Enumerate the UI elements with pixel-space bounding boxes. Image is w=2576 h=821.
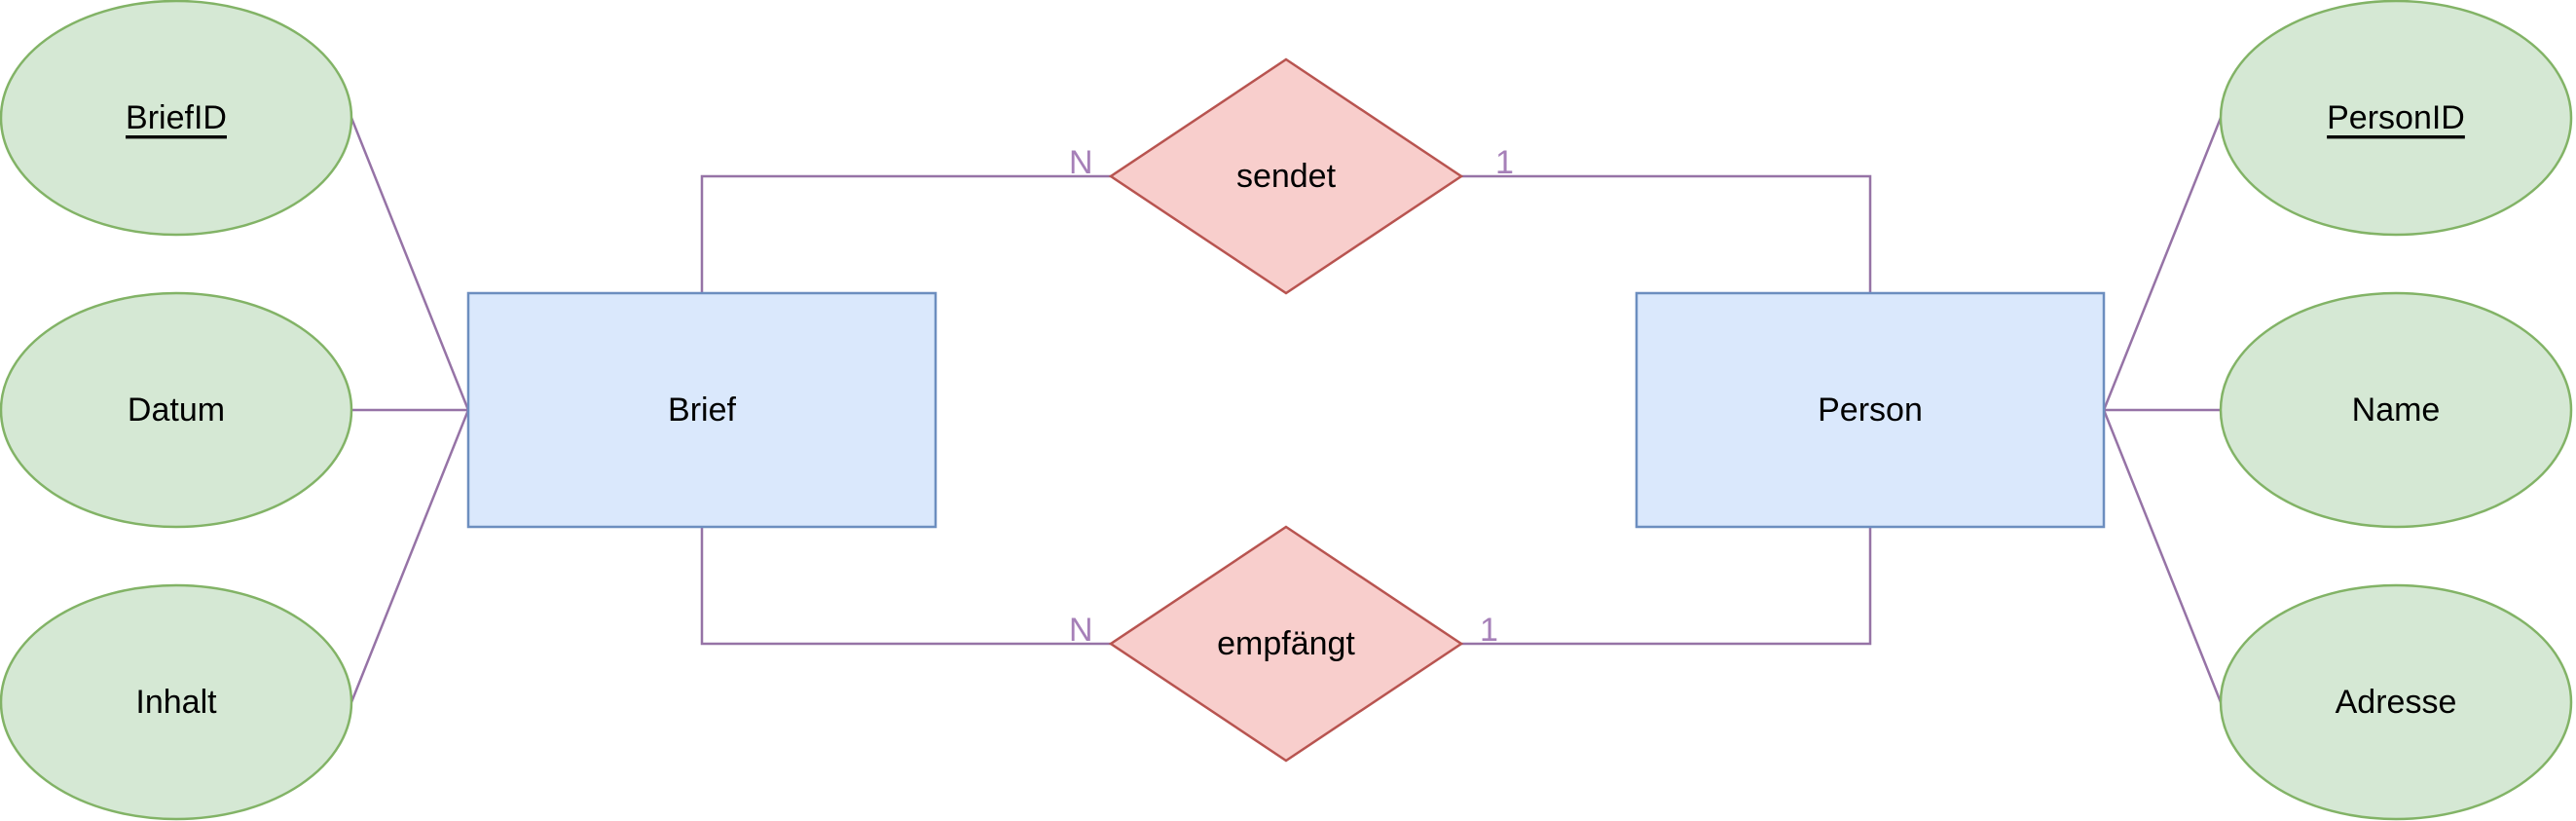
cardinality-empfaengt-person: 1	[1480, 612, 1498, 649]
entity-person-label: Person	[1818, 392, 1923, 429]
entity-brief-label: Brief	[668, 392, 736, 429]
attribute-personid-label: PersonID	[2327, 99, 2465, 136]
attribute-personid: PersonID	[2219, 0, 2573, 237]
relationship-sendet-label: sendet	[1236, 158, 1337, 195]
relationship-empfaengt-diamond	[1108, 525, 1464, 763]
entity-person-box	[1635, 291, 2106, 529]
attribute-personid-ellipse	[2219, 0, 2573, 237]
relationship-empfaengt: empfängt	[1108, 525, 1464, 763]
attribute-briefid: BriefID	[0, 0, 353, 237]
entity-brief: Brief	[466, 291, 938, 529]
cardinality-sendet-person: 1	[1495, 144, 1514, 181]
connector-person-personid	[2102, 117, 2223, 411]
attribute-name-ellipse	[2219, 291, 2573, 529]
cardinality-empfaengt-brief: N	[1069, 612, 1093, 649]
attribute-name-label: Name	[2352, 392, 2441, 429]
connectors	[350, 117, 2223, 703]
attribute-adresse-ellipse	[2219, 583, 2573, 821]
attribute-inhalt-label: Inhalt	[135, 684, 217, 721]
attribute-adresse-label: Adresse	[2336, 684, 2457, 721]
attribute-datum-ellipse	[0, 291, 353, 529]
entity-brief-box	[466, 291, 938, 529]
attribute-briefid-label: BriefID	[126, 99, 227, 136]
attribute-name: Name	[2219, 291, 2573, 529]
connector-brief-inhalt	[350, 409, 470, 703]
connector-brief-briefid	[350, 117, 470, 411]
attribute-inhalt-ellipse	[0, 583, 353, 821]
relationship-empfaengt-label: empfängt	[1217, 625, 1355, 662]
attribute-datum: Datum	[0, 291, 353, 529]
relationship-sendet: sendet	[1108, 57, 1464, 295]
attribute-inhalt: Inhalt	[0, 583, 353, 821]
cardinality-sendet-brief: N	[1069, 144, 1093, 181]
attribute-adresse: Adresse	[2219, 583, 2573, 821]
entity-person: Person	[1635, 291, 2106, 529]
connector-empfaengt-person	[1461, 527, 1872, 646]
connector-sendet-person	[1461, 174, 1872, 293]
connector-brief-empfaengt	[700, 527, 1111, 646]
relationship-sendet-diamond	[1108, 57, 1464, 295]
connector-person-adresse	[2102, 409, 2223, 703]
attribute-briefid-ellipse	[0, 0, 353, 237]
attribute-datum-label: Datum	[128, 392, 225, 429]
connector-brief-sendet	[700, 174, 1111, 293]
